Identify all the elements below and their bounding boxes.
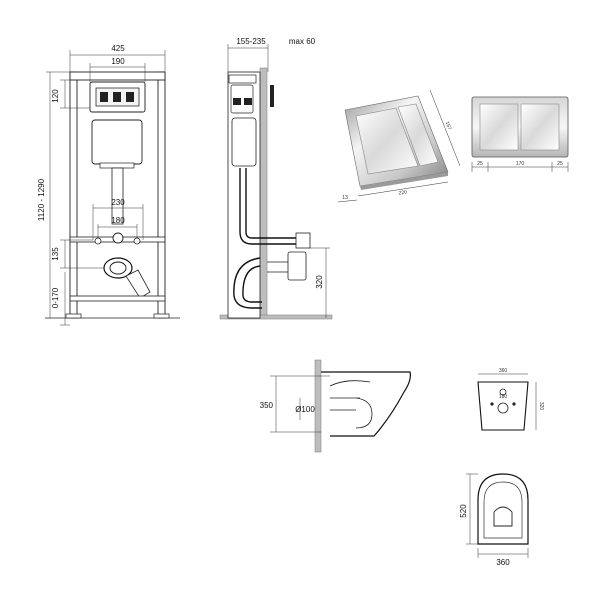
flush-plate-perspective: 157 220 13 (337, 89, 461, 203)
max-depth-label: max 60 (289, 37, 316, 46)
top-length-label: 520 (459, 504, 468, 518)
frame-side-view: 155-235 max 60 320 (219, 37, 333, 320)
plate-height-label: 157 (444, 121, 453, 131)
top-width-label: 360 (496, 558, 510, 567)
bowl-top-view: 520 360 (459, 473, 529, 567)
plate-width-label: 220 (398, 189, 407, 196)
depth-range-label: 155-235 (236, 37, 266, 46)
pipe-inner-label: 180 (111, 216, 125, 225)
plate-right-label: 25 (557, 161, 563, 167)
frame-front-view: 425 190 120 1120 - 1290 230 180 135 0-17… (37, 44, 180, 326)
outlet-diameter-label: Ø100 (295, 405, 315, 414)
total-height-label: 1120 - 1290 (37, 178, 46, 221)
plate-left-label: 25 (477, 161, 483, 167)
flush-width-label: 190 (111, 57, 125, 66)
back-height-label: 320 (538, 402, 544, 411)
frame-width-label: 425 (111, 44, 125, 53)
foot-height-label: 0-170 (51, 287, 60, 308)
bowl-back-view: 360 180 320 (477, 368, 544, 431)
back-width-label: 360 (499, 368, 508, 374)
flush-plate-front: 25 170 25 (471, 96, 569, 172)
top-height-label: 120 (51, 89, 60, 103)
pipe-span-label: 230 (111, 198, 125, 207)
plate-depth-label: 13 (342, 195, 348, 201)
outlet-height-label: 135 (51, 247, 60, 261)
bowl-height-label: 350 (260, 401, 274, 410)
hole-spacing-label: 180 (499, 394, 508, 400)
plate-mid-label: 170 (516, 161, 525, 167)
bowl-side-view: 350 Ø100 (260, 359, 411, 453)
side-height-label: 320 (315, 275, 324, 289)
